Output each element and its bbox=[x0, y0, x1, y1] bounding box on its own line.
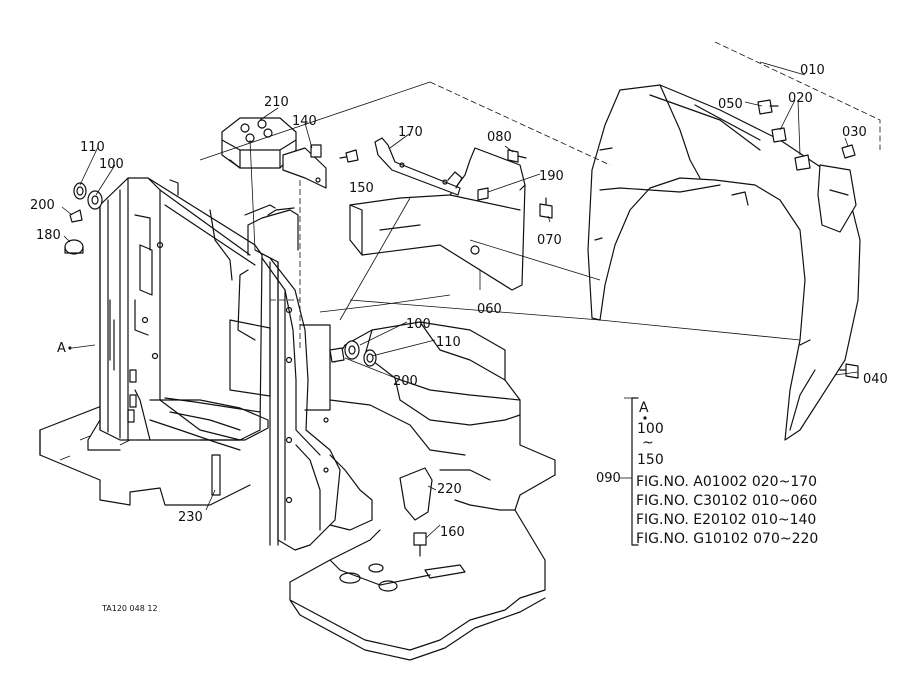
part-170-bar bbox=[374, 137, 463, 196]
label-150: 150 bbox=[349, 181, 374, 196]
label-170: 170 bbox=[398, 125, 423, 140]
label-200a: 200 bbox=[30, 198, 55, 213]
label-140: 140 bbox=[292, 114, 317, 129]
label-010: 010 bbox=[800, 63, 825, 78]
label-060: 060 bbox=[477, 302, 502, 317]
part-210-box bbox=[221, 117, 297, 169]
ref-row-3: FIG.NO. E20102 010~140 bbox=[636, 512, 816, 528]
label-a: A bbox=[57, 341, 66, 356]
label-160: 160 bbox=[440, 525, 465, 540]
floor-plate bbox=[149, 399, 269, 451]
drawing-code: TA120 048 12 bbox=[101, 604, 158, 613]
label-230: 230 bbox=[178, 510, 203, 525]
base-frame bbox=[39, 321, 556, 661]
ref-head-dot bbox=[643, 416, 647, 420]
label-a-dot bbox=[68, 346, 72, 350]
labels: 010 020 030 040 050 060 070 080 090 100 … bbox=[30, 63, 888, 613]
front-panel bbox=[87, 177, 263, 451]
ref-row-2: FIG.NO. C30102 010~060 bbox=[636, 493, 817, 509]
label-070: 070 bbox=[537, 233, 562, 248]
side-pillar bbox=[229, 204, 373, 551]
ref-head-100: 100 bbox=[637, 421, 664, 437]
label-050: 050 bbox=[718, 97, 743, 112]
label-220: 220 bbox=[437, 482, 462, 497]
part-060-bracket bbox=[349, 147, 526, 291]
label-030: 030 bbox=[842, 125, 867, 140]
label-110b: 110 bbox=[436, 335, 461, 350]
label-200b: 200 bbox=[393, 374, 418, 389]
ref-head-tilde: ~ bbox=[642, 435, 654, 451]
ref-head-150: 150 bbox=[637, 452, 664, 468]
label-110a: 110 bbox=[80, 140, 105, 155]
part-140-bracket bbox=[282, 144, 327, 189]
fasteners bbox=[64, 149, 859, 557]
leader-lines bbox=[61, 61, 859, 539]
label-040: 040 bbox=[863, 372, 888, 387]
label-090: 090 bbox=[596, 471, 621, 486]
dashed-lines bbox=[270, 41, 881, 350]
label-100b: 100 bbox=[406, 317, 431, 332]
ref-row-1: FIG.NO. A01002 020~170 bbox=[636, 474, 817, 490]
label-190: 190 bbox=[539, 169, 564, 184]
label-180: 180 bbox=[36, 228, 61, 243]
label-020: 020 bbox=[788, 91, 813, 106]
part-010-cover bbox=[587, 84, 861, 441]
label-210: 210 bbox=[264, 95, 289, 110]
ref-row-4: FIG.NO. G10102 070~220 bbox=[636, 531, 818, 547]
ref-head-a: A bbox=[639, 400, 649, 416]
label-100a: 100 bbox=[99, 157, 124, 172]
reference-bracket bbox=[631, 397, 639, 546]
label-080: 080 bbox=[487, 130, 512, 145]
